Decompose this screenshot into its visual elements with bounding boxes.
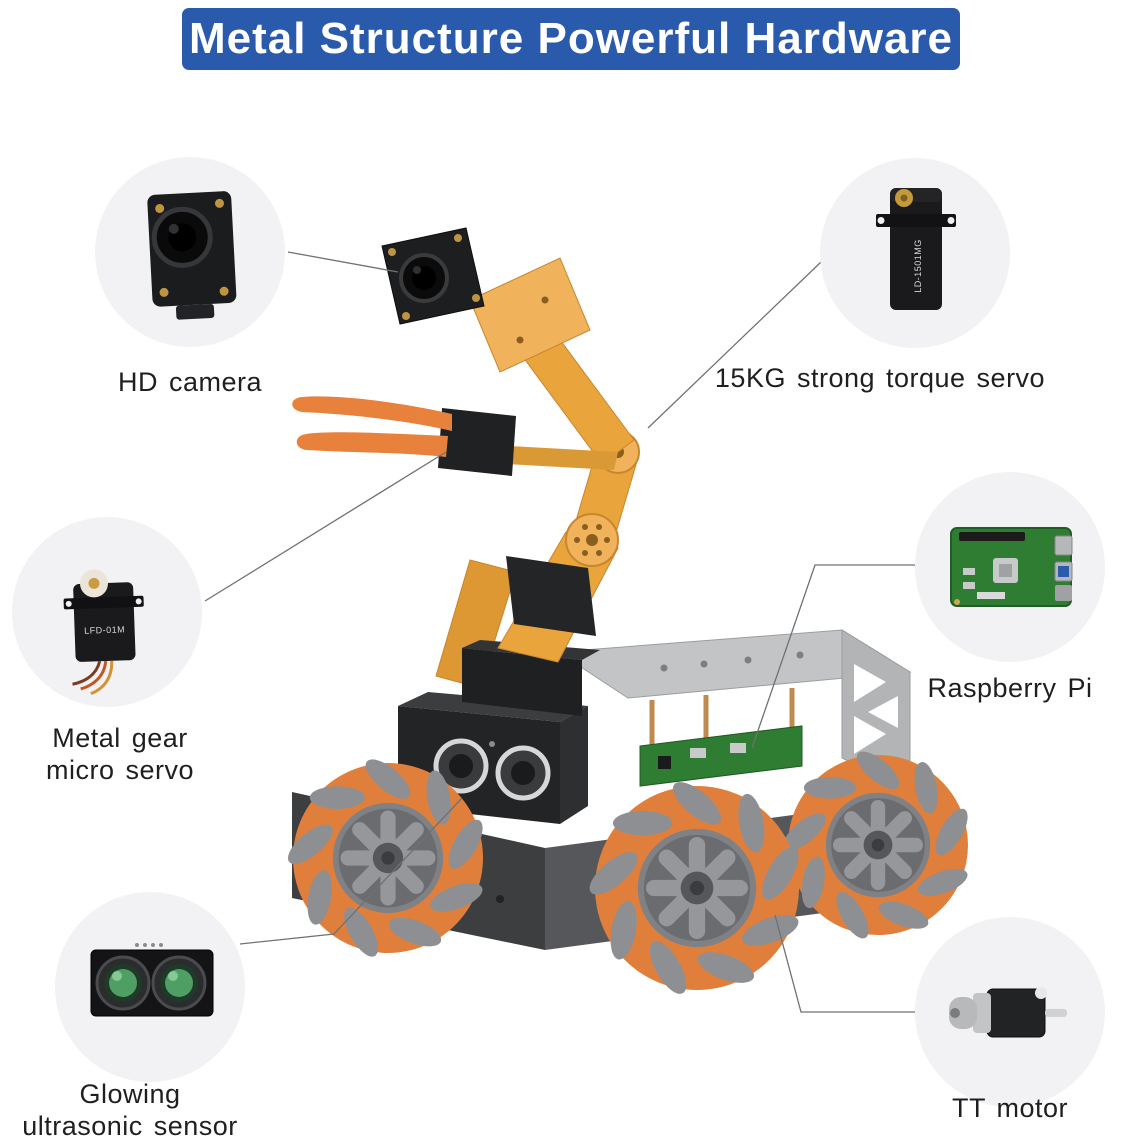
callout-raspberry-pi — [915, 472, 1105, 662]
hd-camera-label: HD camera — [117, 367, 263, 397]
raspberry-pi-board-on-car — [639, 725, 803, 787]
callout-hd-camera — [95, 157, 285, 347]
torque-servo-label: 15KG strong torque servo — [714, 363, 1046, 393]
connector-tt-motor — [774, 914, 915, 1013]
micro-servo-label: Metal gear micro servo — [45, 723, 195, 786]
callout-tt-motor — [915, 917, 1105, 1107]
connector-torque-servo — [647, 261, 822, 429]
top-deck — [556, 629, 912, 793]
callout-ultrasonic — [55, 892, 245, 1082]
callout-torque-servo: LD-1501MG — [820, 158, 1010, 348]
gripper-servo — [438, 408, 516, 476]
torque-servo-part-text: LD-1501MG — [913, 239, 923, 293]
mecanum-wheel-front-right — [583, 774, 806, 1000]
raspberry-pi-label: Raspberry Pi — [927, 673, 1093, 703]
tt-motor-label: TT motor — [951, 1093, 1068, 1123]
ultrasonic-sensor-image — [90, 943, 214, 1017]
title-banner: Metal Structure Powerful Hardware — [182, 8, 960, 70]
micro-servo-part-text: LFD-01M — [84, 624, 125, 635]
connector-lines — [204, 251, 915, 1013]
micro-servo-image: LFD-01M — [63, 569, 144, 696]
gripper-fingers — [292, 396, 452, 457]
ultrasonic-label: Glowing ultrasonic sensor — [22, 1079, 238, 1139]
torque-servo-image: LD-1501MG — [876, 188, 956, 310]
connector-raspberry-pi — [751, 564, 915, 749]
connector-micro-servo — [204, 451, 447, 602]
connector-ultrasonic — [239, 797, 463, 945]
camera-on-arm — [381, 227, 485, 325]
robot-arm — [292, 227, 640, 716]
tt-motor-image — [949, 987, 1067, 1038]
hd-camera-image — [147, 191, 237, 320]
raspberry-pi-image — [950, 527, 1073, 607]
connector-hd-camera — [287, 251, 399, 273]
callout-micro-servo: LFD-01M — [12, 517, 202, 707]
page-title: Metal Structure Powerful Hardware — [188, 14, 954, 63]
